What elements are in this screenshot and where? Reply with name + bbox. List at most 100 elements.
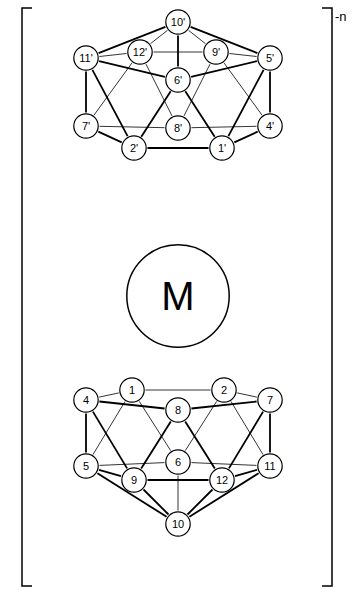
cage-bond	[224, 63, 262, 115]
vertex-number: 12'	[133, 47, 147, 58]
cage-bond	[229, 54, 256, 57]
cage-bond	[192, 463, 257, 466]
vertex-number: 6'	[174, 75, 182, 86]
vertex-number: 7'	[82, 121, 90, 132]
cage-bond	[237, 393, 257, 397]
cage-atom: 6'	[165, 67, 191, 93]
cage-bond	[97, 473, 166, 517]
vertex-number: 6	[175, 457, 181, 468]
vertex-number: 4	[83, 395, 89, 406]
atom-outline	[74, 114, 98, 138]
atom-outline	[122, 136, 146, 160]
metal-symbol: M	[161, 276, 194, 316]
cage-atom: 4	[73, 387, 99, 413]
cage-bond	[99, 54, 126, 57]
vertex-number: 4'	[266, 121, 274, 132]
atom-outline	[258, 388, 282, 412]
atom-outline	[204, 40, 228, 64]
vertex-number: 5'	[266, 53, 274, 64]
vertex-number: 10	[172, 519, 184, 530]
cage-atom: 11'	[73, 45, 99, 71]
cage-bond	[99, 393, 119, 397]
cage-bond	[269, 414, 271, 453]
vertex-number: 11'	[79, 53, 93, 64]
cage-bond	[93, 412, 127, 469]
vertex-number: 8	[175, 405, 181, 416]
atom-outline	[128, 40, 152, 64]
atom-outline	[258, 46, 282, 70]
cage-bond	[85, 414, 87, 453]
cage-atom: 5'	[257, 45, 283, 71]
cage-atom: 9'	[203, 39, 229, 65]
cage-atom: 6	[165, 449, 191, 475]
vertex-number: 2	[221, 385, 227, 396]
cage-bond	[189, 473, 258, 517]
vertex-number: 2'	[130, 143, 138, 154]
atom-outline	[258, 454, 282, 478]
atom-outline	[74, 454, 98, 478]
vertex-number: 9	[131, 475, 137, 486]
atom-outline	[74, 388, 98, 412]
cage-atom: 1	[119, 377, 145, 403]
cage-atom: 7	[257, 387, 283, 413]
cage-bond	[100, 463, 165, 466]
atom-outline	[258, 114, 282, 138]
vertex-number: 1	[129, 385, 135, 396]
cage-bond	[146, 64, 172, 116]
charge-label: -n	[335, 10, 347, 23]
cage-atom: 2'	[121, 135, 147, 161]
vertex-number: 8'	[174, 123, 182, 134]
cage-bond	[178, 476, 179, 511]
cage-bond	[269, 72, 271, 113]
vertex-number: 9'	[212, 47, 220, 58]
cage-atom: 4'	[257, 113, 283, 139]
cage-bond	[144, 490, 169, 515]
cage-bond	[177, 36, 179, 67]
cage-bond	[85, 72, 87, 113]
cage-bond	[229, 412, 263, 469]
atom-outline	[127, 245, 229, 347]
cage-bond	[146, 390, 211, 391]
atom-outline	[210, 468, 234, 492]
cage-atom: 5	[73, 453, 99, 479]
cage-atom: 12	[209, 467, 235, 493]
atom-outline	[166, 450, 190, 474]
cage-atom: 12'	[127, 39, 153, 65]
cage-atom: 7'	[73, 113, 99, 139]
vertex-number: 10'	[171, 17, 185, 28]
atom-outline	[74, 46, 98, 70]
cage-atom: 1'	[209, 135, 235, 161]
cage-bond	[231, 402, 263, 455]
atom-outline	[166, 116, 190, 140]
vertex-number: 12	[216, 475, 228, 486]
left-bracket	[22, 8, 32, 586]
cage-bond	[98, 132, 121, 143]
cage-bond	[184, 64, 210, 116]
atom-outline	[122, 468, 146, 492]
atom-outline	[166, 398, 190, 422]
vertex-number: 1'	[218, 143, 226, 154]
cage-bond	[192, 126, 257, 127]
atom-outline	[212, 378, 236, 402]
cage-atom: 8	[165, 397, 191, 423]
cage-atom: 11	[257, 453, 283, 479]
vertex-number: 7	[267, 395, 273, 406]
atom-outline	[120, 378, 144, 402]
right-bracket	[322, 8, 332, 586]
atom-outline	[210, 136, 234, 160]
atom-outline	[166, 512, 190, 536]
cage-atom: 8'	[165, 115, 191, 141]
cage-bond	[94, 63, 132, 115]
metal-atom: M	[126, 244, 230, 348]
cage-bond	[93, 402, 125, 455]
cage-bond	[148, 147, 209, 149]
atom-outline	[166, 68, 190, 92]
cage-atom: 2	[211, 377, 237, 403]
cage-atom: 9	[121, 467, 147, 493]
cage-bond	[234, 132, 257, 143]
atom-outline	[166, 10, 190, 34]
cage-atom: 10	[165, 511, 191, 537]
vertex-number: 5	[83, 461, 89, 472]
vertex-number: 11	[264, 461, 275, 472]
cage-bond	[100, 126, 165, 127]
